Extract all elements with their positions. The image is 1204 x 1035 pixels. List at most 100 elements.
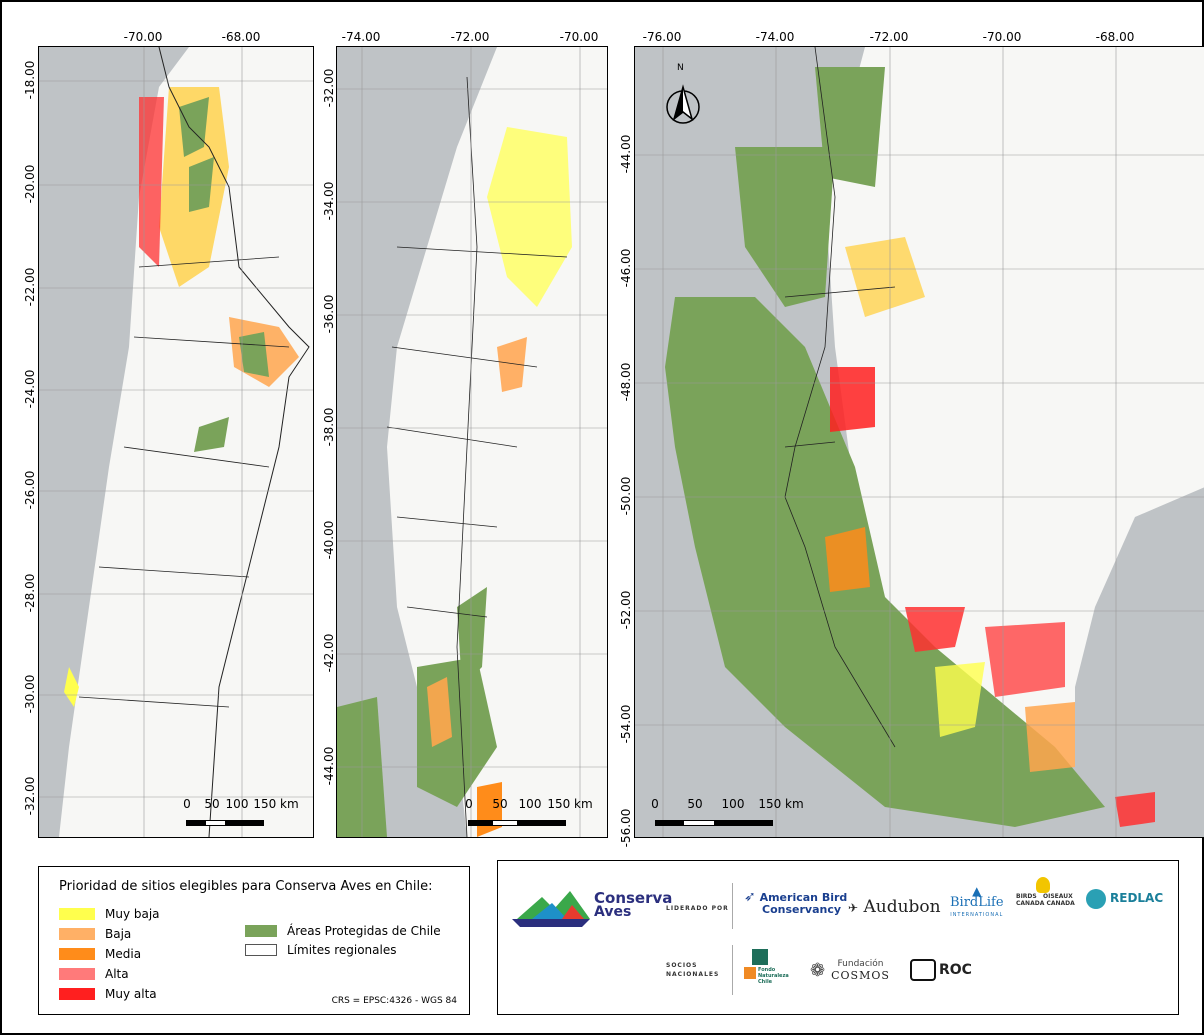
legend-item-label: Muy baja (105, 907, 160, 921)
tick-label: -48.00 (619, 362, 633, 402)
tick-label: -32.00 (322, 68, 336, 108)
redlac-globe-icon (1086, 889, 1106, 909)
legend-swatch (59, 968, 95, 980)
scale-label: 150 km (758, 797, 804, 811)
tick-label: -42.00 (322, 633, 336, 673)
scale-label: 150 km (253, 797, 299, 811)
tick-label: -72.00 (869, 30, 909, 44)
crs-label: CRS = EPSC:4326 - WGS 84 (331, 996, 457, 1006)
legend-item: Alta (59, 967, 129, 981)
partner-logos-box: Conserva Aves LIDERADO POR ➶ American Bi… (497, 860, 1179, 1015)
tick-label: -44.00 (322, 746, 336, 786)
tick-label: -76.00 (642, 30, 682, 44)
scale-label: 0 (183, 797, 191, 811)
redlac-logo: REDLAC (1110, 891, 1164, 905)
legend-item: Muy baja (59, 907, 160, 921)
audubon-bird-icon: ✈ (848, 901, 859, 915)
roc-bird-icon (910, 959, 936, 981)
fondo-leaf-icon (744, 967, 756, 979)
north-scale-bar (186, 820, 264, 826)
tick-label: -18.00 (23, 60, 37, 100)
south-map-canvas (635, 47, 1204, 837)
tick-label: -38.00 (322, 407, 336, 447)
separator (732, 945, 733, 995)
map-panel-south (634, 46, 1204, 838)
legend-item: Muy alta (59, 987, 157, 1001)
american-bird-conservancy-logo: ➶ American Bird Conservancy (744, 889, 848, 916)
conserva-aves-text: Conserva Aves (594, 889, 673, 920)
fondo-tree-icon (752, 949, 768, 965)
legend-swatch (245, 944, 277, 956)
tick-label: -40.00 (322, 520, 336, 560)
tick-label: -52.00 (619, 590, 633, 630)
fondo-naturaleza-logo: Fondo Naturaleza Chile (744, 949, 789, 995)
legend-item-label: Límites regionales (287, 943, 397, 957)
scale-label: 150 km (547, 797, 593, 811)
cosmos-flower-icon: ❁ (810, 959, 826, 981)
scale-label: 50 (687, 797, 703, 811)
tick-label: -70.00 (982, 30, 1022, 44)
tick-label: -74.00 (755, 30, 795, 44)
scale-label: 50 (204, 797, 220, 811)
central-scale-bar (468, 820, 566, 826)
tick-label: -68.00 (1095, 30, 1135, 44)
legend-swatch (245, 925, 277, 937)
tick-label: -36.00 (322, 294, 336, 334)
scale-label: 100 (721, 797, 745, 811)
tick-label: -24.00 (23, 369, 37, 409)
north-arrow-label: N (677, 63, 684, 73)
tick-label: -30.00 (23, 674, 37, 714)
legend-item-label: Muy alta (105, 987, 157, 1001)
legend-swatch (59, 928, 95, 940)
abc-bird-icon: ➶ (744, 889, 756, 905)
tick-label: -44.00 (619, 134, 633, 174)
legend-item: Baja (59, 927, 131, 941)
scale-label: 100 (518, 797, 542, 811)
scale-label: 0 (651, 797, 659, 811)
north-arrow-icon (666, 84, 700, 124)
tick-label: -74.00 (341, 30, 381, 44)
legend-item: Media (59, 947, 141, 961)
tick-label: -54.00 (619, 704, 633, 744)
tick-label: -72.00 (450, 30, 490, 44)
tick-label: -32.00 (23, 776, 37, 816)
legend-title: Prioridad de sitios elegibles para Conse… (59, 879, 433, 894)
central-map-canvas (337, 47, 607, 837)
tick-label: -26.00 (23, 470, 37, 510)
tick-label: -70.00 (123, 30, 163, 44)
tick-label: -56.00 (619, 808, 633, 848)
audubon-logo: ✈ Audubon (848, 897, 941, 917)
legend-item-label: Alta (105, 967, 129, 981)
birdlife-bird-icon: ▲ (972, 884, 982, 898)
birds-canada-bird-icon (1036, 877, 1050, 893)
legend-item-label: Baja (105, 927, 132, 941)
scale-label: 100 (225, 797, 249, 811)
scale-label: 0 (465, 797, 473, 811)
birdlife-logo: ▲ BirdLife INTERNATIONAL (950, 884, 1004, 918)
roc-logo: ROC (910, 959, 972, 981)
legend-item-protected-areas: Áreas Protegidas de Chile (245, 924, 441, 938)
separator (732, 883, 733, 929)
tick-label: -22.00 (23, 267, 37, 307)
national-partners-label: SOCIOS NACIONALES (666, 962, 720, 978)
tick-label: -68.00 (221, 30, 261, 44)
map-panel-central (336, 46, 608, 838)
north-map-canvas (39, 47, 313, 837)
legend-item-regional-limits: Límites regionales (245, 943, 396, 957)
legend-swatch (59, 948, 95, 960)
map-panel-north (38, 46, 314, 838)
cosmos-logo: ❁ Fundación COSMOS (810, 959, 890, 982)
tick-label: -34.00 (322, 181, 336, 221)
birds-canada-logo: BIRDS OISEAUX CANADA CANADA (1016, 893, 1075, 907)
map-legend: Prioridad de sitios elegibles para Conse… (38, 866, 470, 1015)
tick-label: -46.00 (619, 248, 633, 288)
scale-label: 50 (492, 797, 508, 811)
legend-swatch (59, 908, 95, 920)
tick-label: -50.00 (619, 476, 633, 516)
legend-item-label: Media (105, 947, 142, 961)
led-by-label: LIDERADO POR (666, 905, 729, 912)
tick-label: -70.00 (559, 30, 599, 44)
tick-label: -20.00 (23, 164, 37, 204)
conserva-aves-logo-icon (512, 891, 590, 927)
legend-swatch (59, 988, 95, 1000)
